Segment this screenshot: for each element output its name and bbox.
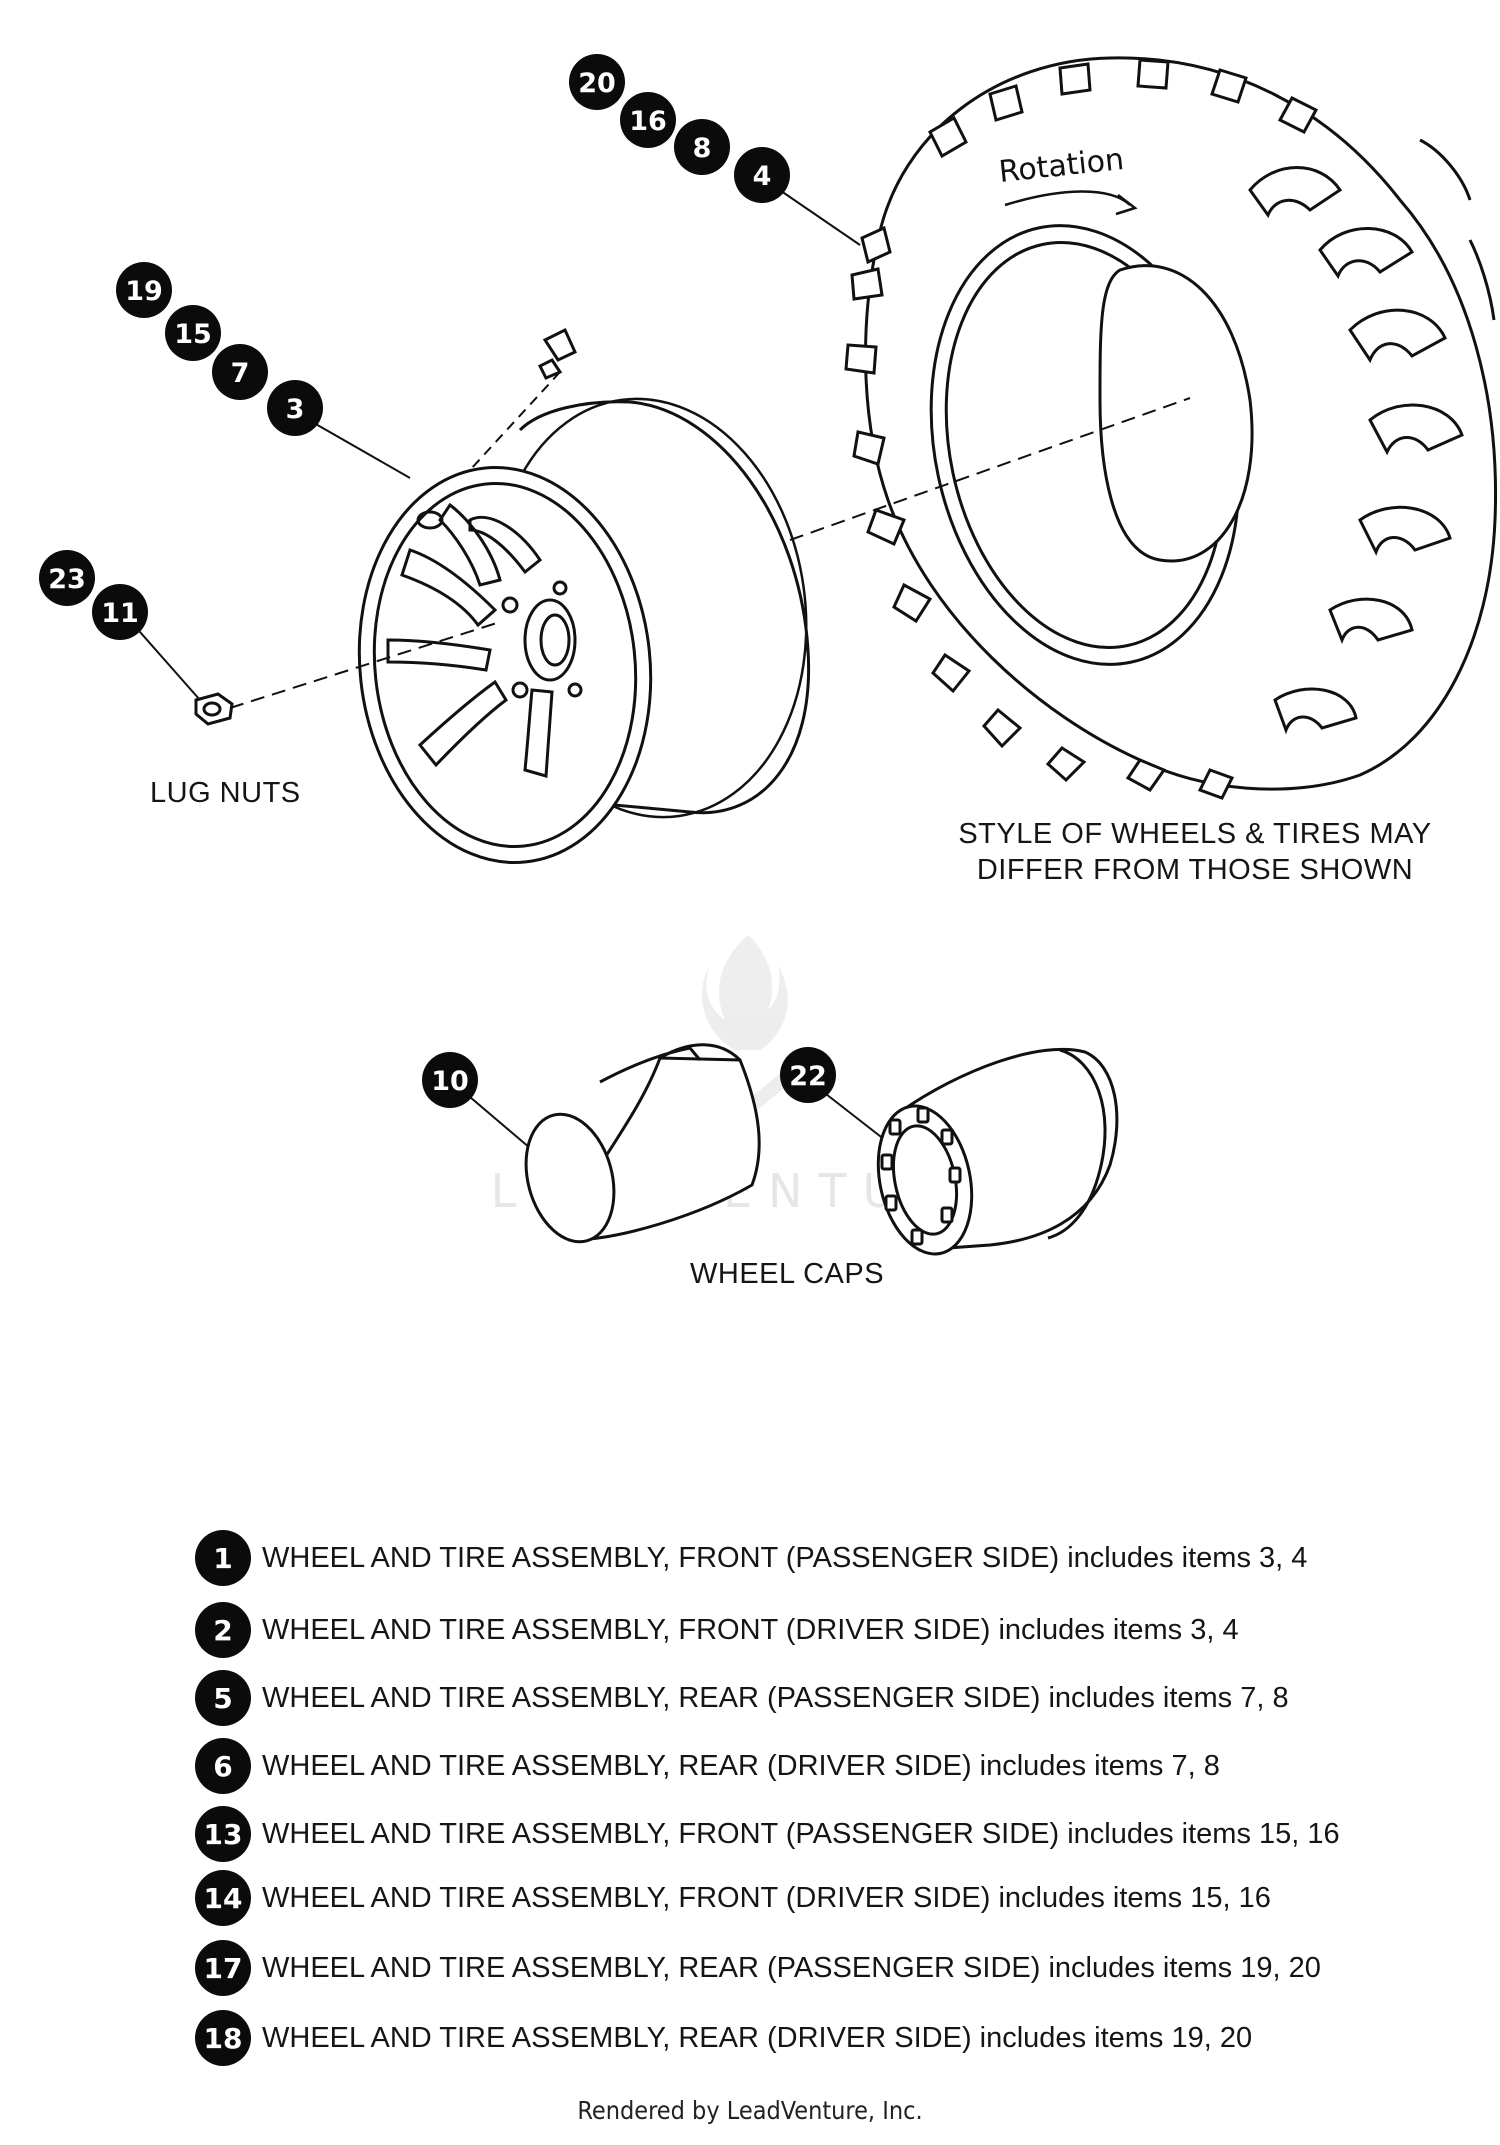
callout-number-4: 4 bbox=[753, 161, 772, 192]
legend-description: WHEEL AND TIRE ASSEMBLY, REAR (DRIVER SI… bbox=[262, 2021, 1253, 2054]
wheel-caps-label: WHEEL CAPS bbox=[690, 1258, 885, 1290]
callout-number-16: 16 bbox=[629, 106, 667, 137]
legend-row[interactable]: 1 WHEEL AND TIRE ASSEMBLY, FRONT (PASSEN… bbox=[195, 1528, 1307, 1588]
tire-drawing bbox=[844, 56, 1497, 800]
callout-badge-20[interactable] bbox=[569, 54, 625, 110]
legend-row[interactable]: 17 WHEEL AND TIRE ASSEMBLY, REAR (PASSEN… bbox=[195, 1938, 1321, 1998]
legend-description: WHEEL AND TIRE ASSEMBLY, FRONT (PASSENGE… bbox=[262, 1541, 1308, 1574]
legend-number-badge: 13 bbox=[195, 1806, 251, 1862]
callout-number-8: 8 bbox=[693, 133, 712, 164]
callout-number-22: 22 bbox=[789, 1061, 827, 1092]
style-note-line-2: DIFFER FROM THOSE SHOWN bbox=[976, 854, 1414, 886]
legend-description: WHEEL AND TIRE ASSEMBLY, FRONT (DRIVER S… bbox=[262, 1881, 1271, 1914]
legend-description: WHEEL AND TIRE ASSEMBLY, FRONT (PASSENGE… bbox=[262, 1817, 1340, 1850]
valve-stem-drawing bbox=[537, 327, 577, 380]
callout-badge-22[interactable] bbox=[780, 1047, 836, 1103]
legend-number-badge: 17 bbox=[195, 1940, 251, 1996]
legend-description: WHEEL AND TIRE ASSEMBLY, REAR (DRIVER SI… bbox=[262, 1749, 1220, 1782]
legend-row[interactable]: 5 WHEEL AND TIRE ASSEMBLY, REAR (PASSENG… bbox=[195, 1668, 1289, 1728]
wheel-cap-left-drawing bbox=[524, 1043, 761, 1244]
legend-row[interactable]: 18 WHEEL AND TIRE ASSEMBLY, REAR (DRIVER… bbox=[195, 2008, 1252, 2068]
legend-description: WHEEL AND TIRE ASSEMBLY, REAR (PASSENGER… bbox=[262, 1681, 1289, 1714]
legend-number-badge: 5 bbox=[195, 1670, 251, 1726]
legend-row[interactable]: 13 WHEEL AND TIRE ASSEMBLY, FRONT (PASSE… bbox=[195, 1804, 1340, 1864]
callout-badge-3[interactable] bbox=[267, 380, 323, 436]
wheel-rim-drawing bbox=[357, 397, 811, 864]
legend-description: WHEEL AND TIRE ASSEMBLY, FRONT (DRIVER S… bbox=[262, 1613, 1239, 1646]
callout-badge-15[interactable] bbox=[165, 305, 221, 361]
callout-badge-8[interactable] bbox=[674, 119, 730, 175]
legend-number-badge: 6 bbox=[195, 1738, 251, 1794]
wheel-cap-right-drawing bbox=[876, 1047, 1119, 1256]
legend-number-badge: 1 bbox=[195, 1530, 251, 1586]
callout-badge-4[interactable] bbox=[734, 147, 790, 203]
style-note-line-1: STYLE OF WHEELS & TIRES MAY bbox=[958, 818, 1432, 850]
legend-row[interactable]: 14 WHEEL AND TIRE ASSEMBLY, FRONT (DRIVE… bbox=[195, 1868, 1271, 1928]
legend-description: WHEEL AND TIRE ASSEMBLY, REAR (PASSENGER… bbox=[262, 1951, 1321, 1984]
lug-nut-drawing bbox=[194, 692, 234, 726]
callout-number-11: 11 bbox=[101, 598, 139, 629]
legend-number-badge: 18 bbox=[195, 2010, 251, 2066]
callout-number-23: 23 bbox=[48, 564, 86, 595]
callout-badge-23[interactable] bbox=[39, 550, 95, 606]
legend-number-badge: 2 bbox=[195, 1602, 251, 1658]
legend-row[interactable]: 2 WHEEL AND TIRE ASSEMBLY, FRONT (DRIVER… bbox=[195, 1600, 1239, 1660]
callout-number-10: 10 bbox=[431, 1066, 469, 1097]
callout-badge-16[interactable] bbox=[620, 92, 676, 148]
callout-number-15: 15 bbox=[174, 319, 212, 350]
callout-badge-11[interactable] bbox=[92, 584, 148, 640]
callout-badge-7[interactable] bbox=[212, 344, 268, 400]
legend-row[interactable]: 6 WHEEL AND TIRE ASSEMBLY, REAR (DRIVER … bbox=[195, 1736, 1220, 1796]
callout-badge-10[interactable] bbox=[422, 1052, 478, 1108]
legend-number-badge: 14 bbox=[195, 1870, 251, 1926]
callout-number-20: 20 bbox=[578, 68, 616, 99]
callout-badge-19[interactable] bbox=[116, 262, 172, 318]
callout-number-3: 3 bbox=[286, 394, 305, 425]
callout-number-19: 19 bbox=[125, 276, 163, 307]
lug-nuts-label: LUG NUTS bbox=[150, 777, 301, 809]
callout-badges: 20 16 8 4 19 15 7 3 23 11 10 22 bbox=[39, 54, 836, 1108]
callout-number-7: 7 bbox=[231, 358, 250, 389]
footer-credit: Rendered by LeadVenture, Inc. bbox=[577, 2096, 923, 2125]
